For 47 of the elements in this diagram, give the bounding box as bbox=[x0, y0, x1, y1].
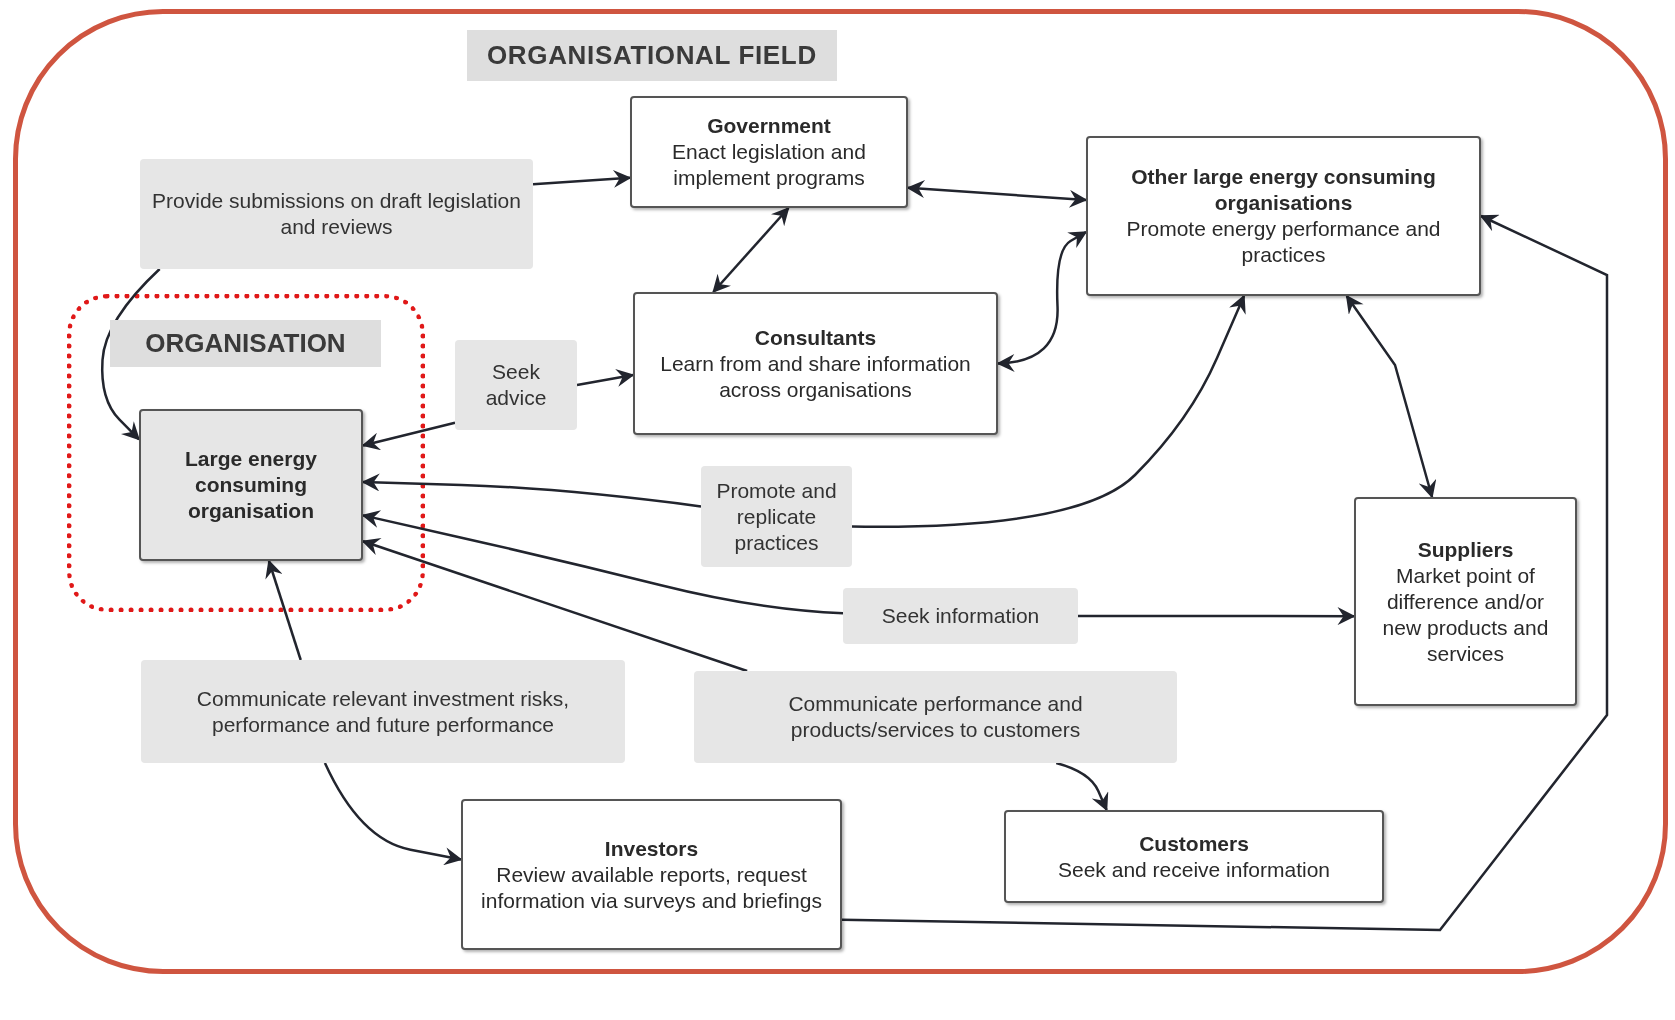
action-label: Communicate relevant investment risks, performance and future performance bbox=[141, 660, 625, 763]
arrow bbox=[1055, 761, 1109, 812]
arrow bbox=[712, 206, 790, 294]
box-heading: Other large energy consuming organisations bbox=[1130, 164, 1437, 216]
box-text: Review available reports, request information via surveys and briefings bbox=[480, 861, 823, 914]
stakeholder-box bbox=[1086, 136, 1481, 296]
stakeholder-box bbox=[633, 292, 998, 435]
action-label: Seek advice bbox=[455, 340, 577, 430]
action-label: Provide submissions on draft legislation and reviews bbox=[140, 159, 533, 269]
box-heading: Customers bbox=[1139, 830, 1249, 857]
stakeholder-box bbox=[1354, 497, 1577, 706]
arrow bbox=[532, 169, 632, 188]
arrow bbox=[576, 369, 635, 387]
box-text: Seek and receive information bbox=[1058, 856, 1330, 883]
arrow bbox=[361, 538, 748, 673]
box-heading: Government bbox=[707, 113, 831, 139]
stakeholder-box bbox=[1004, 810, 1384, 903]
arrow bbox=[265, 559, 302, 661]
arrow bbox=[1078, 607, 1356, 626]
action-label: Seek information bbox=[843, 588, 1078, 644]
arrow bbox=[361, 510, 844, 615]
arrow bbox=[852, 294, 1246, 528]
box-heading: Large energy consuming organisation bbox=[184, 446, 318, 524]
arrow bbox=[361, 421, 456, 451]
box-text: Promote energy performance and practices bbox=[1125, 216, 1442, 268]
arrow bbox=[361, 473, 702, 508]
stakeholder-box bbox=[630, 96, 908, 208]
box-text: Enact legislation and implement programs bbox=[671, 139, 867, 191]
field-boundary bbox=[13, 9, 1668, 974]
box-text: Market point of difference and/or new products and services bbox=[1381, 562, 1550, 667]
arrow bbox=[323, 762, 463, 866]
box-heading: Suppliers bbox=[1417, 536, 1514, 563]
arrow bbox=[1345, 294, 1437, 499]
organisation-box bbox=[139, 409, 363, 561]
box-text: Learn from and share information across organisations bbox=[659, 350, 972, 403]
action-label: Promote and replicate practices bbox=[701, 466, 852, 567]
arrow bbox=[996, 230, 1088, 372]
arrow bbox=[841, 214, 1609, 932]
arrow bbox=[101, 268, 161, 441]
stakeholder-box bbox=[461, 799, 842, 950]
organisation-boundary bbox=[67, 294, 425, 612]
field-heading: ORGANISATIONAL FIELD bbox=[467, 30, 837, 81]
organisation-heading: ORGANISATION bbox=[110, 320, 381, 367]
box-heading: Consultants bbox=[754, 324, 877, 351]
box-heading: Investors bbox=[604, 835, 699, 862]
arrow bbox=[906, 180, 1088, 208]
action-label: Communicate performance and products/services to customers bbox=[694, 671, 1177, 763]
